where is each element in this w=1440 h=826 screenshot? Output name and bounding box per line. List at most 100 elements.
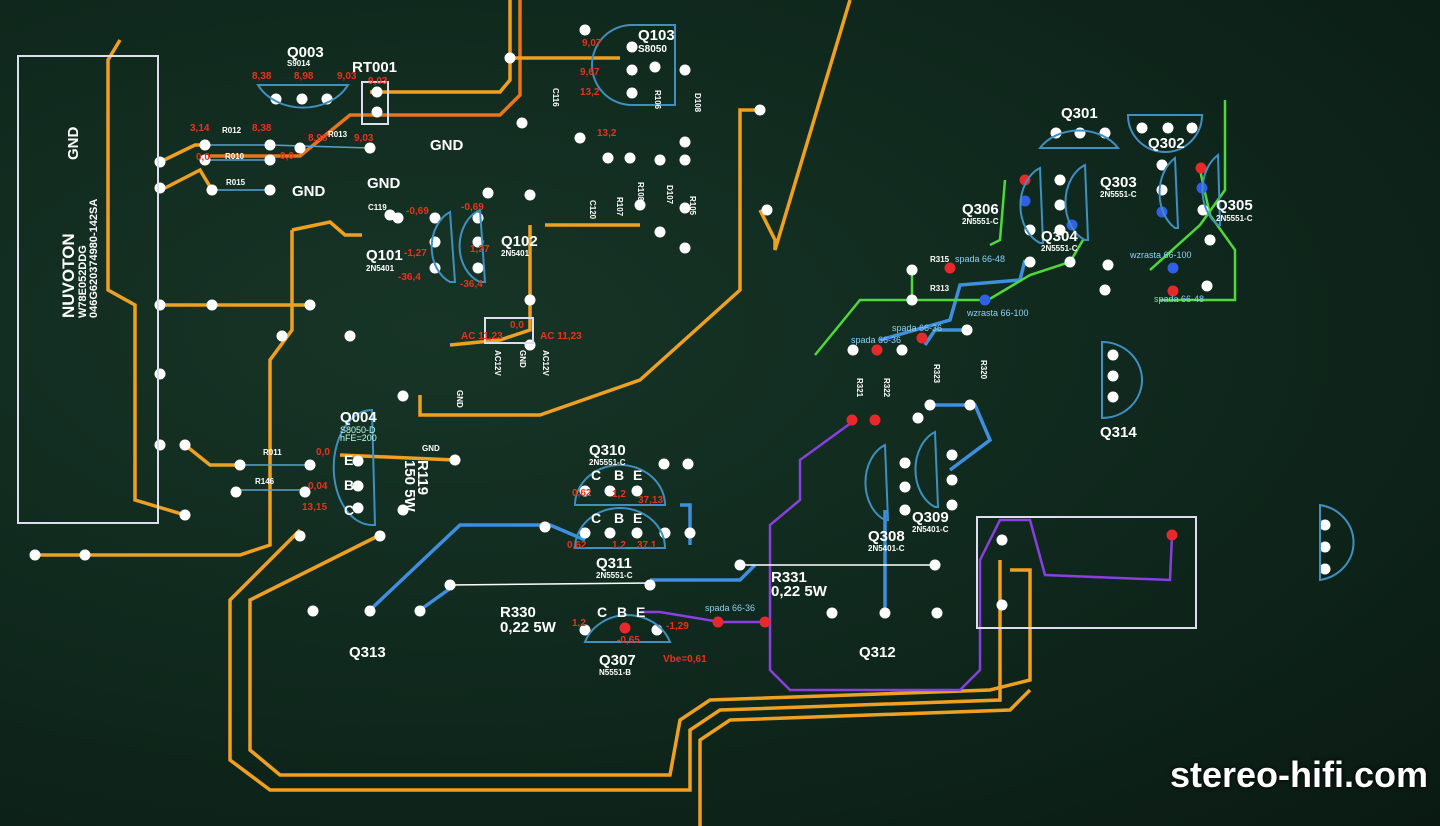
label-q312: Q312 (859, 644, 896, 661)
pad (516, 117, 528, 129)
q-highlight-box (976, 516, 1197, 629)
pad (964, 399, 976, 411)
hfe-q004: hFE=200 (340, 433, 377, 443)
label-r011: R011 (263, 448, 282, 457)
label-q308: Q308 (868, 528, 905, 545)
pad (179, 439, 191, 451)
label-q314: Q314 (1100, 424, 1137, 441)
pad (1186, 122, 1198, 134)
label-r108: R108 (636, 182, 645, 202)
pad (294, 142, 306, 154)
pad (1162, 122, 1174, 134)
type-q003: S9014 (287, 59, 311, 68)
label-q309: Q309 (912, 509, 949, 526)
pad (154, 439, 166, 451)
label-r313: R313 (930, 284, 950, 293)
pad (264, 139, 276, 151)
value-r331: 0,22 5W (771, 583, 828, 600)
pin-e: E (633, 467, 642, 483)
gnd-label: GND (430, 137, 464, 154)
pad (524, 294, 536, 306)
label-q311: Q311 (596, 555, 632, 572)
component-labels: Q003 S9014 RT001 R012 R013 R010 R015 GND… (222, 27, 1253, 677)
pad (296, 93, 308, 105)
pad (414, 605, 426, 617)
pad (604, 527, 616, 539)
pad (682, 458, 694, 470)
measure-point-red (1019, 174, 1031, 186)
pin-b: B (344, 477, 354, 493)
label-q305: Q305 (1216, 197, 1253, 214)
note: spada 66-36 (851, 335, 901, 345)
label-q102: Q102 (501, 233, 538, 250)
pad (206, 184, 218, 196)
pad (899, 457, 911, 469)
voltage: 1,27 (470, 244, 490, 255)
traces (30, 0, 1237, 826)
label-r012: R012 (222, 126, 242, 135)
pad (579, 527, 591, 539)
label-c116: C116 (551, 88, 560, 107)
label-r331: R331 (771, 569, 807, 586)
pad (579, 624, 591, 636)
label-r320: R320 (979, 360, 988, 380)
pad (899, 481, 911, 493)
component-outlines (17, 24, 1355, 643)
pad (1319, 541, 1331, 553)
label-r315: R315 (930, 255, 950, 264)
voltage: 8,98 (294, 71, 314, 82)
label-q103: Q103 (638, 27, 675, 44)
pad (472, 236, 484, 248)
pad (734, 559, 746, 571)
gnd-label: GND (422, 444, 440, 453)
label-d107: D107 (665, 185, 674, 205)
measure-point-red (1167, 285, 1179, 297)
pad (364, 605, 376, 617)
type-q303: 2N5551-C (1100, 190, 1137, 199)
voltage: 37,1 (637, 540, 657, 551)
voltage: -0,65 (617, 635, 640, 646)
pad (449, 454, 461, 466)
pad (154, 368, 166, 380)
pin-c: C (591, 510, 601, 526)
measure-point-red (619, 622, 631, 634)
type-q311: 2N5551-C (596, 571, 633, 580)
watermark: stereo-hifi.com (1169, 754, 1428, 795)
pad (679, 154, 691, 166)
voltage: 0,62 (572, 488, 592, 499)
measure-point-red (1166, 529, 1178, 541)
pad (1319, 563, 1331, 575)
pad (626, 41, 638, 53)
pad (654, 226, 666, 238)
pad (1064, 256, 1076, 268)
pad (29, 549, 41, 561)
pad (264, 184, 276, 196)
pad (1054, 174, 1066, 186)
pad (961, 324, 973, 336)
pin-c: C (591, 467, 601, 483)
voltage: -36,4 (460, 279, 483, 290)
pad (899, 504, 911, 516)
pad (504, 52, 516, 64)
gnd-label: GND (292, 183, 326, 200)
pad (924, 399, 936, 411)
type-q004: S8050-D (340, 425, 376, 435)
label-q004: Q004 (340, 409, 377, 426)
measure-point-red (712, 616, 724, 628)
pad (1054, 224, 1066, 236)
voltage: 13,15 (302, 502, 327, 513)
pad (199, 154, 211, 166)
pad (579, 485, 591, 497)
type-q103: S8050 (638, 44, 667, 55)
pad (631, 527, 643, 539)
label-r106: R106 (653, 90, 662, 110)
pad (352, 455, 364, 467)
label-q307: Q307 (599, 652, 636, 669)
chip-code: 046G620374980-142SA (88, 199, 100, 318)
note: spada 66-36 (892, 323, 942, 333)
measure-point-red (846, 414, 858, 426)
pad (206, 299, 218, 311)
voltage: -1,27 (404, 248, 427, 259)
label-r107: R107 (615, 197, 624, 217)
